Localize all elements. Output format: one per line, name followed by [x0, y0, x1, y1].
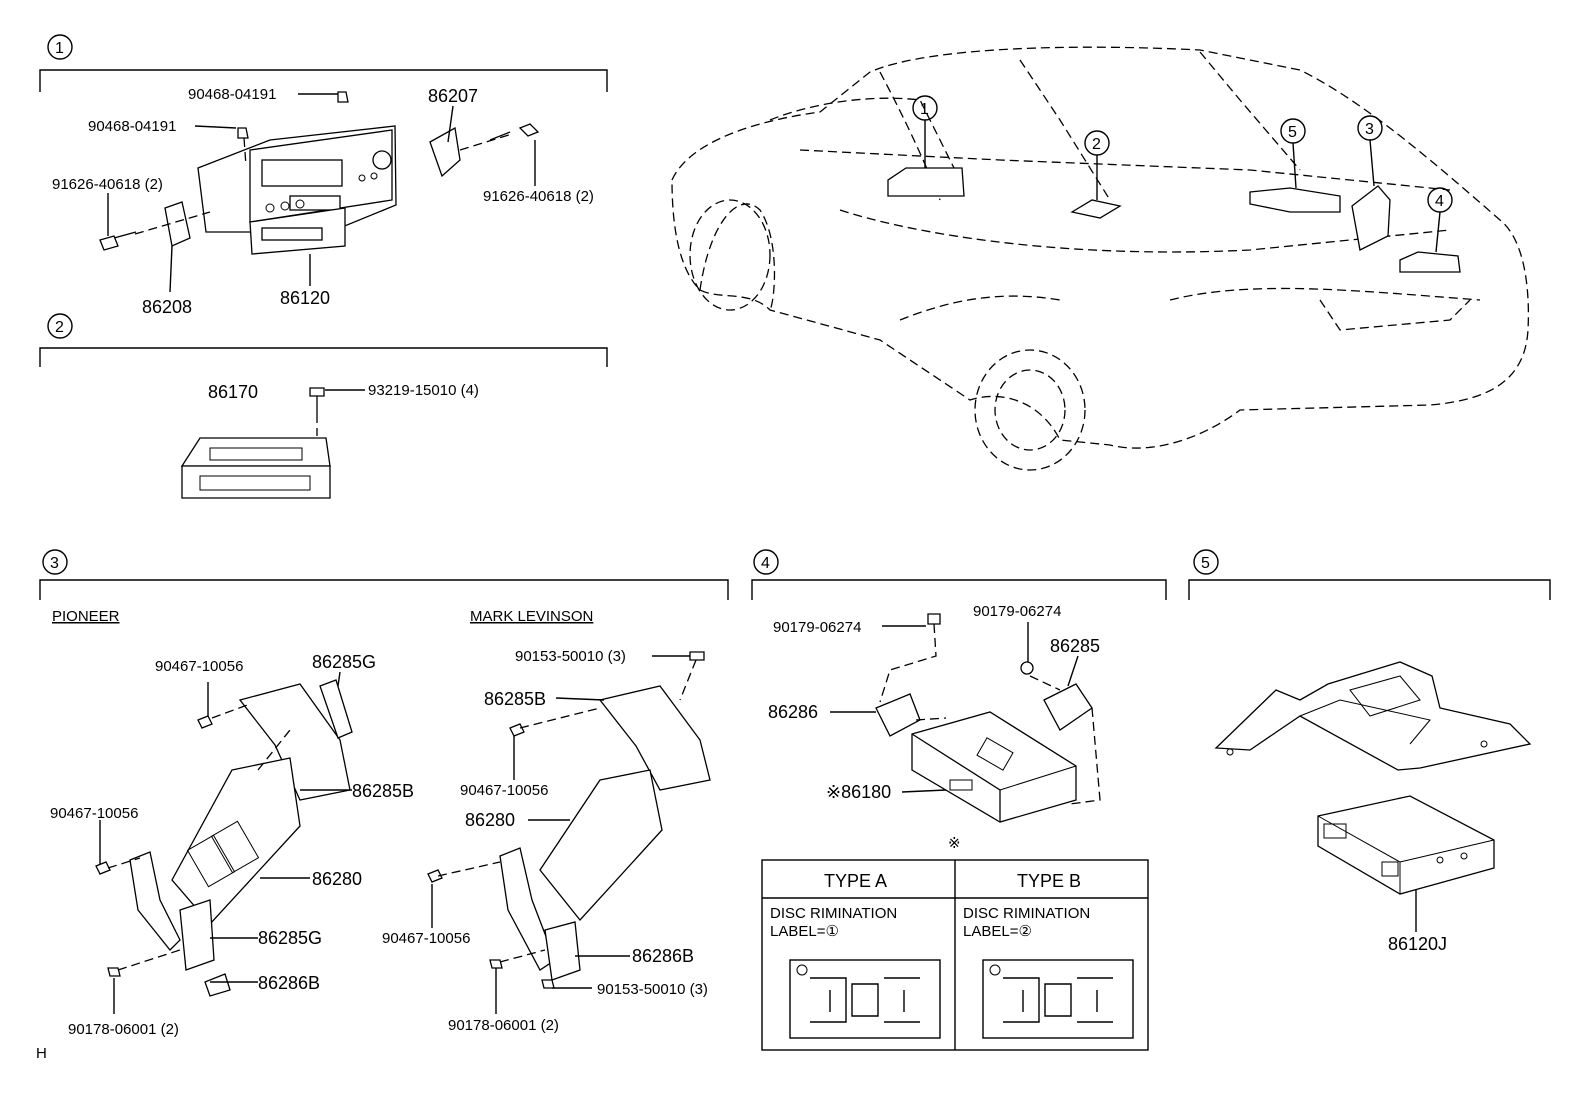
s3-ml-90467-a: 90467-10056 [460, 782, 548, 799]
label-shape-a [789, 959, 941, 1039]
s3-ml-86286b: 86286B [632, 946, 694, 966]
s3-pioneer-86285g-a: 86285G [312, 652, 376, 672]
s3-pioneer-86280: 86280 [312, 869, 362, 889]
type-a-line1: DISC RIMINATION [770, 905, 897, 922]
s3-pioneer-86285g-b: 86285G [258, 928, 322, 948]
subhead-mark-levinson: MARK LEVINSON [470, 608, 593, 625]
s1-label-91626-a: 91626-40618 (2) [52, 176, 163, 193]
type-b-header: TYPE B [1017, 871, 1081, 891]
car-marker-1: 1 [920, 101, 929, 118]
car-marker-5: 5 [1288, 124, 1297, 141]
s2-label-86170: 86170 [208, 382, 258, 402]
s1-label-86120: 86120 [280, 288, 330, 308]
s4-note-mark: ※ [948, 835, 961, 852]
section-2-marker: 2 [55, 319, 64, 336]
subhead-pioneer: PIONEER [52, 608, 120, 625]
s3-ml-90178: 90178-06001 (2) [448, 1017, 559, 1034]
s3-ml-86280: 86280 [465, 810, 515, 830]
car-illustration: 1 2 3 4 5 [671, 46, 1530, 471]
s4-label-90179-a: 90179-06274 [773, 619, 861, 636]
label-shape-b [982, 959, 1134, 1039]
section-4: 4 90179-06274 90179-06274 86285 86286 ※8… [751, 549, 1167, 1051]
s2-label-93219: 93219-15010 (4) [368, 382, 479, 399]
s1-label-86207: 86207 [428, 86, 478, 106]
section-1-marker: 1 [55, 40, 64, 57]
car-marker-3: 3 [1365, 121, 1374, 138]
section-4-marker: 4 [761, 555, 770, 572]
section-1: 1 90468-04191 9046 [39, 34, 608, 317]
s3-ml-90153-b: 90153-50010 (3) [597, 981, 708, 998]
s1-label-86208: 86208 [142, 297, 192, 317]
section-3-marker: 3 [50, 555, 59, 572]
s1-label-91626-b: 91626-40618 (2) [483, 188, 594, 205]
s4-label-86286: 86286 [768, 702, 818, 722]
section-3: 3 PIONEER MARK LEVINSON 90467-10056 8628… [39, 549, 729, 1038]
s3-pioneer-90467-b: 90467-10056 [50, 805, 138, 822]
type-a-header: TYPE A [824, 871, 887, 891]
s4-label-86285: 86285 [1050, 636, 1100, 656]
s1-label-90468-a: 90468-04191 [188, 86, 276, 103]
s4-label-90179-b: 90179-06274 [973, 603, 1061, 620]
corner-code: H [36, 1045, 47, 1062]
car-marker-2: 2 [1092, 136, 1101, 153]
type-table: TYPE A TYPE B DISC RIMINATION LABEL=① DI… [761, 859, 1149, 1051]
section-5: 5 86120J [1188, 549, 1551, 954]
type-b-line1: DISC RIMINATION [963, 905, 1090, 922]
s3-pioneer-90178: 90178-06001 (2) [68, 1021, 179, 1038]
s3-ml-90467-b: 90467-10056 [382, 930, 470, 947]
s1-label-90468-b: 90468-04191 [88, 118, 176, 135]
s3-ml-86285b: 86285B [484, 689, 546, 709]
section-2: 2 86170 93219-15010 (4) [39, 313, 608, 499]
car-marker-4: 4 [1435, 193, 1444, 210]
s5-label-86120j: 86120J [1388, 934, 1447, 954]
type-a-line2: LABEL=① [770, 923, 839, 940]
s3-pioneer-86285b: 86285B [352, 781, 414, 801]
s4-label-86180: ※86180 [826, 782, 891, 802]
s3-ml-90153-a: 90153-50010 (3) [515, 648, 626, 665]
section-5-marker: 5 [1201, 555, 1210, 572]
type-b-line2: LABEL=② [963, 923, 1032, 940]
s3-pioneer-90467-a: 90467-10056 [155, 658, 243, 675]
s3-pioneer-86286b: 86286B [258, 973, 320, 993]
